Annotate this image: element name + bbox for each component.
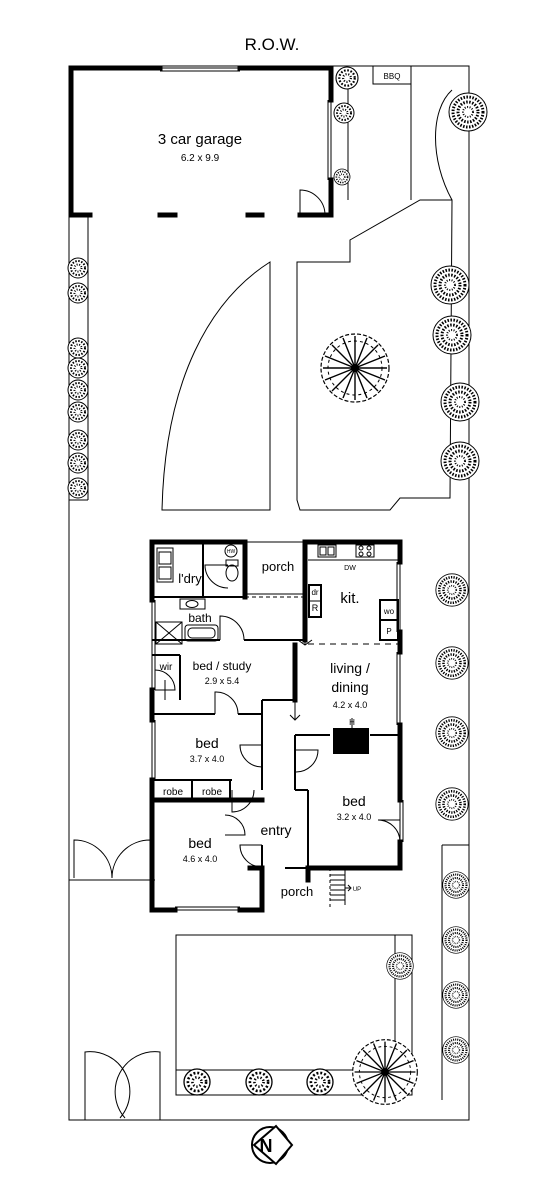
shrubs-garage (333, 65, 360, 186)
fixtures (155, 544, 400, 910)
garden-paths (69, 84, 469, 1100)
internal-walls (149, 539, 400, 869)
tree-rear (320, 333, 390, 403)
porch-front-label: porch (281, 884, 314, 899)
garage: 3 car garage 6.2 x 9.9 (68, 65, 334, 218)
bed1-label: bed (188, 835, 211, 851)
bath-label: bath (188, 611, 211, 625)
kitchen-label: kit. (340, 590, 359, 607)
front-gate-left (73, 839, 151, 879)
hw-label: HW (227, 549, 236, 555)
living-dining-label-2: dining (331, 679, 368, 695)
bed3-size: 3.2 x 4.0 (337, 812, 372, 822)
bed2-label: bed (195, 735, 218, 751)
svg-text:BBQ: BBQ (384, 72, 401, 81)
entry-label: entry (260, 822, 291, 838)
tree-front (352, 1039, 418, 1105)
living-dining-label: living / (330, 660, 370, 676)
heater-label: H (349, 718, 355, 727)
north-label: N (260, 1136, 273, 1156)
bushes-right (385, 91, 489, 1065)
row-label: R.O.W. (245, 35, 300, 54)
living-dining-size: 4.2 x 4.0 (333, 700, 368, 710)
fridge-label: R (312, 603, 319, 613)
house-walls (149, 539, 404, 913)
bed3-label: bed (342, 793, 365, 809)
dryer-label: dr (311, 588, 318, 597)
front-gate-bottom (84, 1051, 161, 1120)
wir-label: wir (159, 662, 173, 673)
shrubs-left (67, 257, 89, 499)
bed-study-size: 2.9 x 5.4 (205, 676, 240, 686)
bed-study-label: bed / study (193, 659, 252, 673)
room-labels: l'dry HW porch bath kit. DW dr R wo P wi… (159, 549, 395, 899)
robe-a-label: robe (163, 787, 183, 798)
shrubs-front (182, 1067, 335, 1097)
bbq: BBQ (372, 65, 412, 85)
doors (154, 564, 401, 868)
wall-oven-label: wo (383, 607, 395, 616)
pantry-label: P (386, 627, 391, 636)
up-label: UP (353, 887, 361, 893)
robe-b-label: robe (202, 787, 222, 798)
porch-rear-label: porch (262, 559, 295, 574)
svg-text:6.2 x 9.9: 6.2 x 9.9 (181, 153, 220, 164)
bed1-size: 4.6 x 4.0 (183, 854, 218, 864)
laundry-label: l'dry (178, 571, 202, 586)
bed2-size: 3.7 x 4.0 (190, 754, 225, 764)
dw-label: DW (344, 565, 356, 572)
north-compass: N (251, 1124, 294, 1166)
svg-text:3 car garage: 3 car garage (158, 131, 242, 148)
